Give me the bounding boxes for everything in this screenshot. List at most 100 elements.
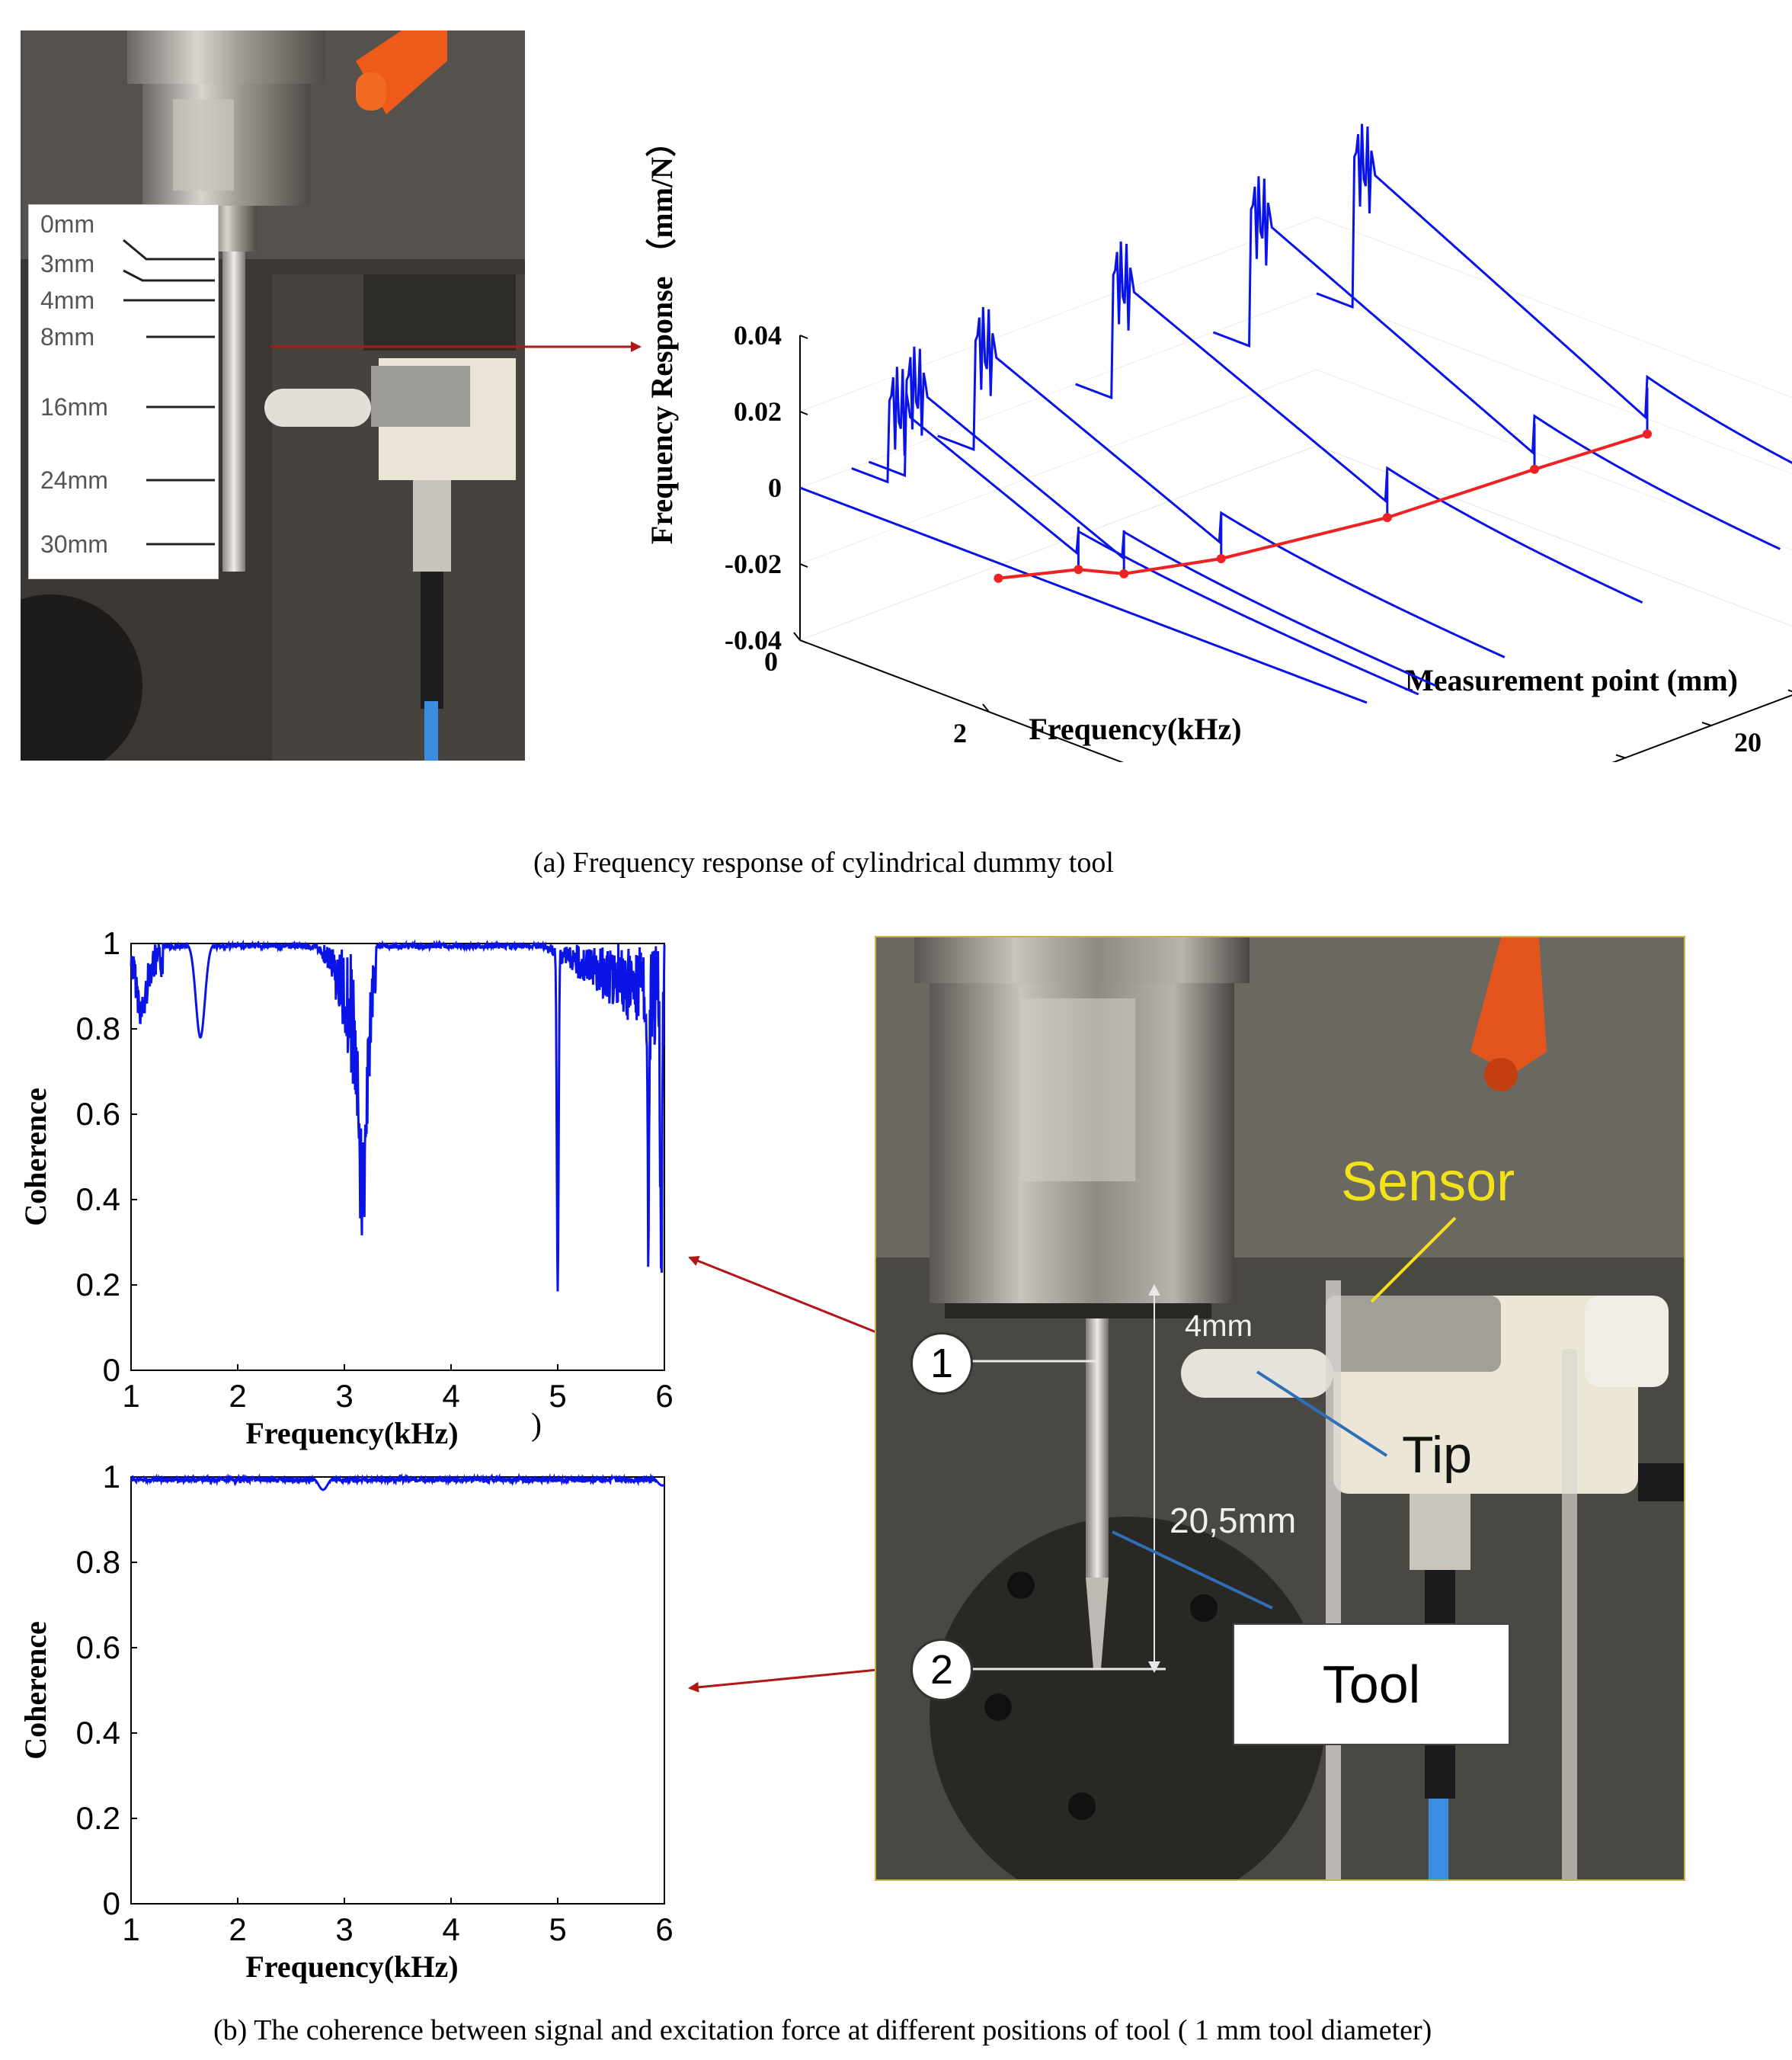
- scale-label-24mm: 24mm: [40, 466, 108, 494]
- series-line-30mm: [1316, 123, 1792, 464]
- scale-label-3mm: 3mm: [40, 250, 95, 277]
- scale-label-4mm: 4mm: [40, 287, 95, 314]
- x-tick-label: 4: [442, 1911, 459, 1947]
- y-tick: [1787, 689, 1792, 693]
- label-dim-20-5mm: 20,5mm: [1170, 1501, 1297, 1540]
- scale-ticks: [123, 239, 215, 546]
- wall-gridline: [799, 369, 1792, 565]
- x-tick-label: 2: [229, 1911, 246, 1947]
- photo-tool-sensor: 1 2 Sensor 4mm Tip 20,5mm Tool: [875, 936, 1685, 1881]
- x-tick-label: 5: [549, 1911, 566, 1947]
- coherence-line: [130, 1472, 665, 1491]
- z-tick: [799, 639, 808, 644]
- stray-paren: ): [531, 1408, 542, 1443]
- x-tick-label: 3: [335, 1378, 353, 1414]
- label-tip: Tip: [1402, 1426, 1472, 1484]
- x-tick: [793, 632, 801, 641]
- scale-label-0mm: 0mm: [40, 210, 95, 238]
- y-tick: [1701, 722, 1712, 726]
- z-tick-label: -0.04: [725, 625, 782, 655]
- scale-label-16mm: 16mm: [40, 393, 108, 421]
- y-tick-label: 15: [1648, 760, 1675, 763]
- scale-label-8mm: 8mm: [40, 323, 95, 351]
- z-axis-title: Frequency Response （mm/N）: [645, 127, 679, 544]
- scale-label-30mm: 30mm: [40, 530, 108, 558]
- x-tick-label: 1: [122, 1911, 139, 1947]
- waterfall-axes: 0.040.020-0.02-0.040246051015202530Frequ…: [645, 127, 1792, 762]
- series-line-0mm: [799, 486, 1368, 704]
- y-tick-label: 1: [103, 1463, 120, 1495]
- x-tick-label: 2: [229, 1378, 246, 1414]
- dummy-tool-photo-art: [21, 30, 525, 761]
- series-line-8mm: [937, 306, 1506, 658]
- z-tick: [799, 563, 808, 568]
- chart-3d-frequency-response: 0.040.020-0.02-0.040246051015202530Frequ…: [645, 123, 1792, 762]
- resonance-point: [994, 573, 1003, 583]
- z-tick-label: 0.04: [734, 320, 782, 351]
- y-tick-label: 0.6: [76, 1629, 120, 1665]
- floor-grid: [798, 445, 1792, 762]
- marker-point-2: 2: [910, 1639, 973, 1701]
- y-axis-title: Measurement point (mm): [1405, 663, 1738, 697]
- series-line-16mm: [1075, 241, 1643, 604]
- y-tick-label: 0.6: [76, 1096, 120, 1132]
- y-tick: [1615, 754, 1626, 759]
- x-axis-title: Frequency(kHz): [245, 1416, 458, 1450]
- y-tick-label: 0.2: [76, 1267, 120, 1302]
- resonance-point: [1643, 429, 1652, 439]
- y-tick-label: 0.4: [76, 1715, 120, 1751]
- y-tick-label: 0.2: [76, 1800, 120, 1836]
- y-axis-title: Coherence: [18, 1621, 53, 1759]
- caption-a: (a) Frequency response of cylindrical du…: [533, 847, 1114, 879]
- coherence-line: [130, 939, 666, 1292]
- label-dim-4mm: 4mm: [1185, 1309, 1253, 1343]
- x-tick-label: 4: [442, 1378, 459, 1414]
- x-axis-title: Frequency(kHz): [245, 1949, 458, 1984]
- photo-dummy-tool: 0mm 3mm 4mm 8mm 16mm 24mm 30mm: [21, 30, 525, 761]
- scale-label-panel: [28, 204, 219, 579]
- z-tick: [799, 335, 808, 339]
- y-tick-label: 0.8: [76, 1544, 120, 1580]
- series-line-3mm: [851, 367, 1419, 696]
- x-tick-label: 5: [549, 1378, 566, 1414]
- plot-frame: [130, 943, 665, 1371]
- y-tick-label: 20: [1734, 727, 1762, 758]
- resonance-trend-line: [998, 432, 1648, 580]
- y-axis-title: Coherence: [18, 1088, 53, 1225]
- tool-sensor-photo-art: [876, 937, 1684, 1879]
- marker-point-1: 1: [910, 1332, 973, 1395]
- x-tick-label: 6: [655, 1378, 673, 1414]
- x-tick-label: 6: [655, 1911, 673, 1947]
- series-line-4mm: [868, 346, 1437, 687]
- z-tick-label: 0.02: [734, 396, 782, 427]
- label-sensor: Sensor: [1341, 1152, 1515, 1213]
- y-tick-label: 0.4: [76, 1181, 120, 1217]
- z-tick: [799, 411, 808, 415]
- x-axis-title: Frequency(kHz): [1029, 712, 1241, 746]
- resonance-point: [1119, 569, 1129, 578]
- z-tick-label: 0: [768, 473, 782, 503]
- y-tick-label: 0: [103, 1352, 120, 1388]
- y-tick-label: 0: [103, 1885, 120, 1921]
- x-tick-label: 2: [953, 718, 967, 748]
- label-tool: Tool: [1233, 1623, 1510, 1745]
- caption-b: (b) The coherence between signal and exc…: [213, 2014, 1432, 2046]
- resonance-point: [1530, 464, 1539, 474]
- resonance-point: [1074, 565, 1083, 575]
- resonance-point: [1216, 554, 1226, 563]
- x-tick-label: 3: [335, 1911, 353, 1947]
- plot-frame: [130, 1476, 665, 1905]
- resonance-point: [1382, 513, 1392, 523]
- wall-gridline: [799, 293, 1792, 489]
- z-tick-label: -0.02: [725, 549, 782, 579]
- y-tick-label: 1: [103, 930, 120, 961]
- x-tick: [982, 703, 990, 713]
- y-tick-label: 0.8: [76, 1011, 120, 1046]
- wall-gridline: [799, 216, 1792, 412]
- x-axis-line: [799, 639, 1124, 762]
- x-tick-label: 1: [122, 1378, 139, 1414]
- x-tick-label: 0: [764, 646, 778, 677]
- series-line-24mm: [1212, 176, 1781, 550]
